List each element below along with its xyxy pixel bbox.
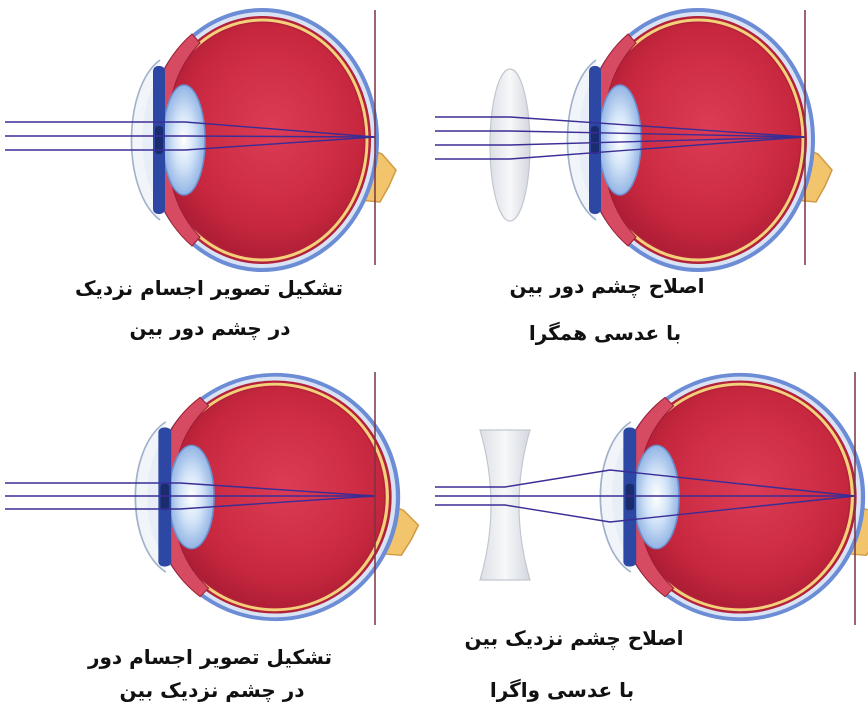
eye-bottom-left (135, 373, 418, 621)
caption-top-left-line2: در چشم دور بین (50, 314, 370, 342)
caption-top-left-line1: تشکیل تصویر اجسام نزدیک (49, 274, 369, 302)
eye-bottom-right (600, 373, 868, 621)
caption-bottom-left-line1: تشکیل تصویر اجسام دور (50, 643, 370, 671)
eye-top-left (132, 8, 397, 272)
caption-top-right-line2: با عدسی همگرا (445, 319, 765, 347)
caption-bottom-right-line1: اصلاح چشم نزدیک بین (414, 624, 734, 652)
caption-top-right-line1: اصلاح چشم دور بین (447, 272, 767, 300)
caption-bottom-right-line2: با عدسی واگرا (402, 676, 722, 704)
caption-bottom-left-line2: در چشم نزدیک بین (52, 676, 372, 704)
